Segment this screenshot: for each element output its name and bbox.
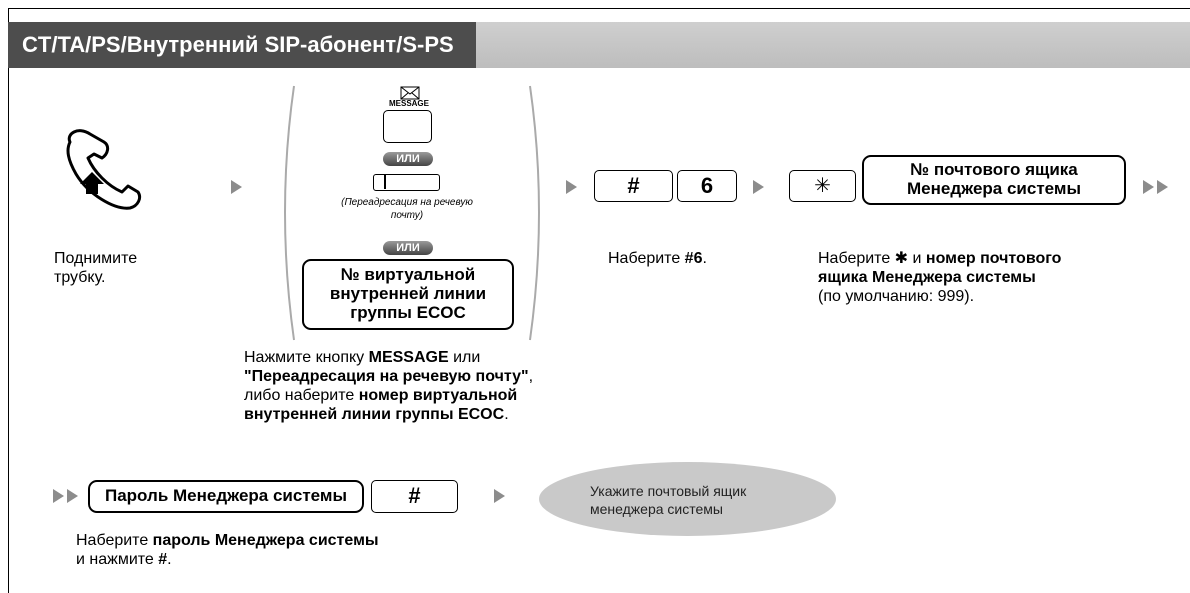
desc-bold: MESSAGE (368, 349, 449, 366)
star-key-label: ✳ (814, 175, 831, 197)
step-press-text: Нажмите кнопку MESSAGE или "Переадресаци… (244, 348, 644, 424)
desc-bold: ящика Менеджера системы (818, 269, 1036, 286)
desc-text: (по умолчанию: 999). (818, 288, 975, 305)
desc-text: . (504, 406, 509, 423)
message-key-label: MESSAGE (388, 99, 429, 108)
desc-text: . (702, 250, 707, 267)
desc-bold: #6 (684, 250, 703, 267)
desc-text: и (908, 250, 926, 267)
result-bubble (539, 462, 836, 536)
hash-key-label: # (408, 483, 421, 509)
desc-text: или (448, 349, 481, 366)
or-pill: ИЛИ (383, 152, 433, 166)
desc-bold: внутренней линии группы ECOC (244, 406, 505, 423)
step-lift-text: Поднимите трубку. (54, 250, 138, 286)
sm-password-text: Пароль Менеджера системы (105, 486, 347, 506)
desc-bold: "Переадресация на речевую почту" (244, 368, 529, 385)
hash-key[interactable]: # (594, 170, 673, 202)
step-password-text: Наберите пароль Менеджера системы и нажм… (76, 531, 476, 569)
star-symbol: ✱ (894, 250, 909, 267)
vext-number-text: № виртуальной внутренней линии группы EC… (329, 265, 487, 322)
sm-mailbox-box[interactable]: № почтового ящика Менеджера системы (862, 155, 1126, 205)
frame-top-border (8, 8, 1190, 9)
desc-bold: # (158, 551, 168, 568)
star-key[interactable]: ✳ (789, 170, 856, 202)
envelope-icon (400, 86, 420, 100)
frame-left-border (8, 8, 9, 593)
desc-text: либо наберите (244, 387, 359, 404)
message-button[interactable] (383, 110, 432, 143)
double-arrow-icon (1143, 180, 1154, 194)
step-arrow (753, 180, 764, 194)
desc-text: Наберите (76, 532, 153, 549)
hash-key-label: # (627, 172, 640, 198)
double-arrow-icon (67, 489, 78, 503)
desc-text: Нажмите кнопку (244, 349, 369, 366)
six-key-label: 6 (700, 172, 714, 198)
double-arrow-icon (53, 489, 64, 503)
step-arrow (231, 180, 242, 194)
desc-text: Наберите (608, 250, 685, 267)
desc-text: , (528, 368, 534, 385)
desc-text: . (167, 551, 172, 568)
desc-bold: пароль Менеджера системы (152, 532, 379, 549)
handset-icon (66, 129, 142, 210)
desc-bold: номер виртуальной (358, 387, 518, 404)
hash-key[interactable]: # (371, 480, 458, 513)
vext-number-box[interactable]: № виртуальной внутренней линии группы EC… (302, 259, 514, 330)
double-arrow-icon (1157, 180, 1168, 194)
page-title: CT/TA/PS/Внутренний SIP-абонент/S-PS (8, 22, 476, 68)
vm-transfer-button[interactable] (373, 174, 440, 191)
desc-bold: номер почтового (925, 250, 1062, 267)
step-arrow (494, 489, 505, 503)
bracket-group (284, 85, 540, 341)
step-arrow (566, 180, 577, 194)
or-pill: ИЛИ (383, 241, 433, 255)
step-star-text: Наберите ✱ и номер почтового ящика Менед… (818, 249, 1158, 306)
sm-mailbox-text: № почтового ящика Менеджера системы (907, 160, 1081, 198)
desc-text: Наберите (818, 250, 895, 267)
vm-transfer-caption: (Переадресация на речевую почту) (341, 197, 473, 221)
result-text: Укажите почтовый ящик менеджера системы (590, 483, 747, 517)
desc-text: и нажмите (76, 551, 159, 568)
six-key[interactable]: 6 (677, 170, 737, 202)
step-dial6-text: Наберите #6. (608, 249, 707, 268)
sm-password-box[interactable]: Пароль Менеджера системы (88, 480, 364, 513)
